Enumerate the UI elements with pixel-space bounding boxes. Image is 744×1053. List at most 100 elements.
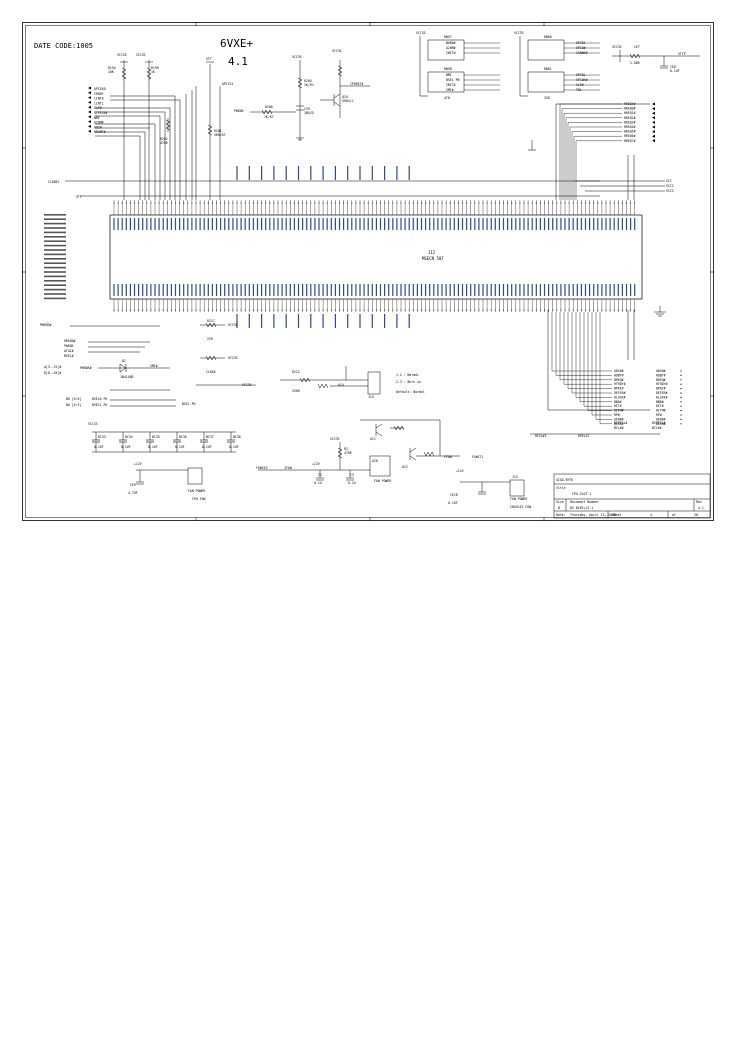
port-arrow — [88, 129, 91, 133]
pin-dot — [371, 309, 373, 311]
pin-label-mark — [548, 218, 550, 230]
fan-circuit-2 — [460, 479, 525, 497]
pin-label-mark — [162, 218, 164, 230]
pin-dot — [310, 202, 312, 204]
pin-dot — [257, 202, 258, 204]
pin-label-mark — [252, 218, 254, 230]
connection-dot — [680, 374, 682, 376]
pin-dot — [429, 309, 431, 311]
u28-label: FAN POWER — [374, 479, 391, 483]
net-label-mark — [297, 166, 300, 180]
pin-dot — [343, 202, 345, 204]
pin-dot — [207, 202, 209, 204]
pin-dot — [466, 309, 468, 311]
clock-line — [65, 180, 600, 197]
c39-val: 2N5/D — [304, 111, 314, 115]
pin-dot — [142, 309, 144, 311]
ce10-ref: CE10 — [450, 493, 458, 497]
net-label-mark — [347, 314, 349, 328]
pin-dot — [199, 309, 201, 311]
pin-dot — [388, 202, 390, 204]
pin-label-mark — [125, 218, 127, 230]
title-block — [553, 473, 711, 519]
net-label-mark — [248, 166, 250, 180]
pin-label-mark — [441, 284, 443, 296]
pin-dot — [556, 309, 558, 311]
pin-name-mark — [44, 218, 66, 220]
pin-dot — [576, 309, 578, 311]
pin-dot — [474, 202, 476, 204]
pin-label-mark — [117, 284, 119, 296]
pin-dot — [363, 202, 365, 204]
pin-label-mark — [519, 284, 521, 296]
pwrok-left-net: PWROK# — [80, 366, 92, 370]
pin-dot — [568, 202, 570, 204]
pin-label-mark — [146, 218, 148, 230]
right-bottom-label: RP# — [614, 413, 620, 417]
pin-dot — [507, 309, 509, 311]
pin-label-mark — [207, 218, 209, 230]
pin-dot — [470, 202, 472, 204]
pin-label-mark — [306, 218, 308, 230]
left-mid-label: BSEL# — [64, 354, 74, 358]
pin-dot — [285, 202, 287, 204]
date-label: Date: — [556, 513, 566, 517]
pin-dot — [150, 309, 152, 311]
net-label-mark — [347, 166, 349, 180]
net-label-mark — [285, 166, 287, 180]
cap-value: 0.1UF — [229, 445, 239, 449]
vcc-ce7: VCC3S — [612, 45, 622, 49]
pin-label-mark — [474, 284, 476, 296]
pin-dot — [285, 309, 287, 311]
pin-label-mark — [470, 284, 472, 296]
pin-dot — [359, 309, 361, 311]
r208-ref: R208 — [265, 105, 273, 109]
smi-net: SMI# — [150, 364, 158, 368]
pin-label-mark — [297, 284, 300, 296]
pin-label-mark — [556, 218, 558, 230]
pin-label-mark — [330, 218, 332, 230]
pin-label-mark — [244, 218, 246, 230]
pin-dot — [544, 202, 545, 204]
pin-label-mark — [338, 284, 341, 296]
right-bottom-label: BERR# — [614, 422, 624, 426]
right-signal-label: HREQ4# — [624, 125, 636, 129]
pin-label-mark — [174, 284, 177, 296]
c39-ref: C39 — [304, 107, 310, 111]
net-label-mark — [236, 166, 238, 180]
pin-dot — [482, 202, 484, 204]
pin-name-mark — [44, 271, 66, 273]
pin-dot — [334, 202, 336, 204]
pin-dot — [617, 309, 619, 311]
pin-dot — [486, 309, 488, 311]
pin-label-mark — [384, 284, 386, 296]
pin-dot — [347, 202, 349, 204]
doc-label: Document Number — [570, 500, 599, 504]
pin-dot — [273, 309, 275, 311]
pin-dot — [179, 202, 181, 204]
pin-label-mark — [388, 218, 390, 230]
pin-label-mark — [478, 218, 480, 230]
pin-label-mark — [293, 284, 295, 296]
vcc12-fan1: +12V — [134, 462, 142, 466]
connector-name: MSECN 507 — [422, 256, 444, 261]
net-label-mark — [371, 166, 373, 180]
cap-ref: BC37 — [206, 435, 214, 439]
pin-label-mark — [433, 284, 435, 296]
right-signal-label: HREQ5# — [624, 130, 636, 134]
net-label-mark — [384, 314, 386, 328]
pin-dot — [572, 202, 574, 204]
rn61-ref: RN61 — [544, 67, 552, 71]
pin-dot — [281, 309, 283, 311]
pin-label-mark — [166, 218, 168, 230]
pin-dot — [138, 202, 140, 204]
port-arrow — [88, 86, 91, 90]
pin-dot — [470, 309, 472, 311]
r201-val: 56R/67 — [214, 133, 226, 137]
pin-label-mark — [433, 218, 435, 230]
pwrok-circuit — [250, 60, 370, 141]
pin-name-mark — [44, 288, 66, 291]
pin-dot — [462, 309, 463, 311]
ce8-val: 0.1UF — [670, 69, 680, 73]
